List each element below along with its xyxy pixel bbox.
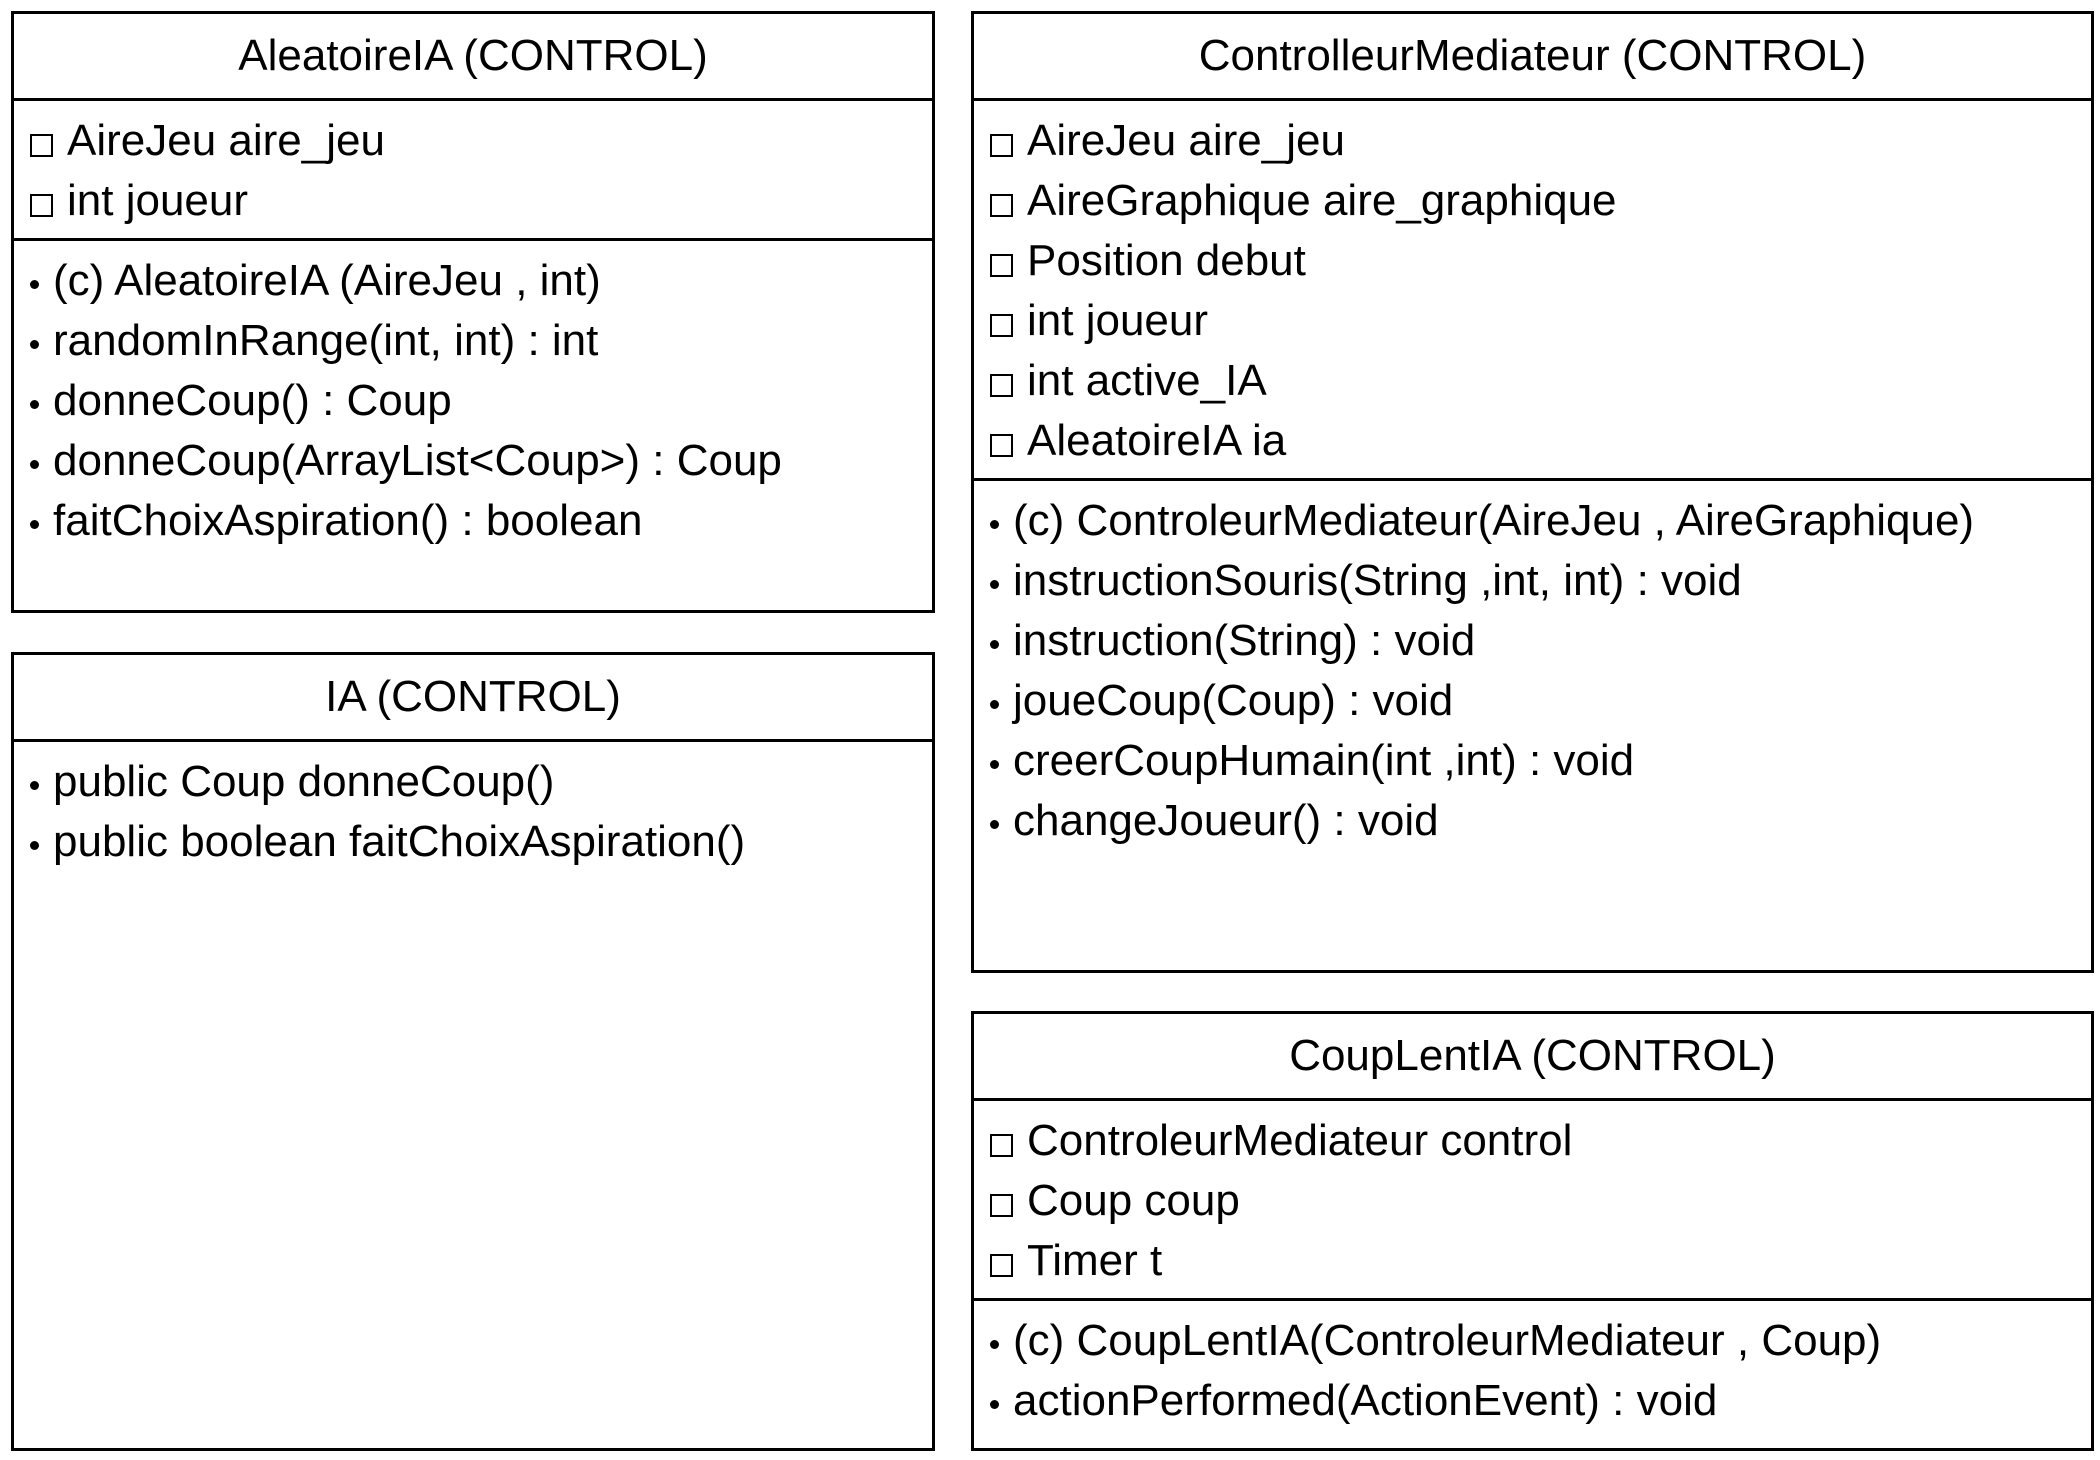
public-visibility-icon (30, 840, 39, 850)
method-row: (c) CoupLentIA(ControleurMediateur , Cou… (990, 1311, 2091, 1371)
attribute-row: AireGraphique aire_graphique (990, 171, 2091, 231)
method-label: creerCoupHumain(int ,int) : void (1013, 736, 1635, 785)
method-row: creerCoupHumain(int ,int) : void (990, 731, 2091, 791)
method-label: donneCoup() : Coup (53, 376, 452, 425)
method-row: (c) AleatoireIA (AireJeu , int) (30, 251, 932, 311)
private-visibility-icon (990, 133, 1013, 157)
attribute-label: AireJeu aire_jeu (67, 116, 385, 165)
attribute-row: AleatoireIA ia (990, 411, 2091, 471)
attribute-label: Coup coup (1027, 1176, 1240, 1225)
method-label: changeJoueur() : void (1013, 796, 1439, 845)
public-visibility-icon (30, 780, 39, 790)
method-label: (c) AleatoireIA (AireJeu , int) (53, 256, 601, 305)
private-visibility-icon (30, 193, 53, 217)
methods-section: (c) AleatoireIA (AireJeu , int) randomInR… (14, 241, 932, 551)
method-label: public Coup donneCoup() (53, 757, 555, 806)
private-visibility-icon (990, 1253, 1013, 1277)
attribute-label: ControleurMediateur control (1027, 1116, 1573, 1165)
method-label: instruction(String) : void (1013, 616, 1476, 665)
public-visibility-icon (990, 759, 999, 769)
private-visibility-icon (990, 313, 1013, 337)
method-row: instruction(String) : void (990, 611, 2091, 671)
attribute-label: AleatoireIA ia (1027, 416, 1287, 465)
attribute-row: Position debut (990, 231, 2091, 291)
attribute-row: int active_IA (990, 351, 2091, 411)
method-row: donneCoup(ArrayList<Coup>) : Coup (30, 431, 932, 491)
class-title: ControlleurMediateur (CONTROL) (974, 14, 2091, 101)
private-visibility-icon (990, 193, 1013, 217)
public-visibility-icon (30, 279, 39, 289)
public-visibility-icon (990, 1339, 999, 1349)
method-row: public boolean faitChoixAspiration() (30, 812, 932, 872)
private-visibility-icon (990, 373, 1013, 397)
attribute-label: AireJeu aire_jeu (1027, 116, 1345, 165)
methods-section: (c) CoupLentIA(ControleurMediateur , Cou… (974, 1301, 2091, 1431)
attribute-row: int joueur (990, 291, 2091, 351)
attribute-row: Coup coup (990, 1171, 2091, 1231)
attribute-row: int joueur (30, 171, 932, 231)
methods-section: (c) ControleurMediateur(AireJeu , AireGr… (974, 481, 2091, 851)
method-row: faitChoixAspiration() : boolean (30, 491, 932, 551)
method-label: joueCoup(Coup) : void (1013, 676, 1454, 725)
method-label: instructionSouris(String ,int, int) : vo… (1013, 556, 1742, 605)
private-visibility-icon (990, 433, 1013, 457)
attribute-label: Timer t (1027, 1236, 1163, 1285)
public-visibility-icon (30, 399, 39, 409)
public-visibility-icon (990, 819, 999, 829)
public-visibility-icon (30, 519, 39, 529)
method-row: public Coup donneCoup() (30, 752, 932, 812)
class-box-ia: IA (CONTROL) public Coup donneCoup()publ… (11, 652, 935, 1451)
method-label: actionPerformed(ActionEvent) : void (1013, 1376, 1718, 1425)
private-visibility-icon (990, 1133, 1013, 1157)
attribute-row: Timer t (990, 1231, 2091, 1291)
class-box-controlleurmediateur: ControlleurMediateur (CONTROL) AireJeu a… (971, 11, 2094, 973)
method-row: changeJoueur() : void (990, 791, 2091, 851)
method-label: public boolean faitChoixAspiration() (53, 817, 746, 866)
public-visibility-icon (30, 459, 39, 469)
attribute-row: ControleurMediateur control (990, 1111, 2091, 1171)
method-row: donneCoup() : Coup (30, 371, 932, 431)
attribute-label: AireGraphique aire_graphique (1027, 176, 1617, 225)
public-visibility-icon (990, 519, 999, 529)
private-visibility-icon (990, 253, 1013, 277)
public-visibility-icon (990, 1399, 999, 1409)
method-row: actionPerformed(ActionEvent) : void (990, 1371, 2091, 1431)
attribute-row: AireJeu aire_jeu (990, 111, 2091, 171)
method-label: faitChoixAspiration() : boolean (53, 496, 643, 545)
attribute-label: Position debut (1027, 236, 1306, 285)
attribute-label: int joueur (67, 176, 249, 225)
private-visibility-icon (990, 1193, 1013, 1217)
method-label: (c) CoupLentIA(ControleurMediateur , Cou… (1013, 1316, 1882, 1365)
public-visibility-icon (990, 699, 999, 709)
method-label: (c) ControleurMediateur(AireJeu , AireGr… (1013, 496, 1975, 545)
methods-section: public Coup donneCoup() public boolean fa… (14, 742, 932, 872)
method-row: joueCoup(Coup) : void (990, 671, 2091, 731)
method-label: donneCoup(ArrayList<Coup>) : Coup (53, 436, 782, 485)
method-row: (c) ControleurMediateur(AireJeu , AireGr… (990, 491, 2091, 551)
class-box-couplentia: CoupLentIA (CONTROL) ControleurMediateur… (971, 1011, 2094, 1451)
class-title: AleatoireIA (CONTROL) (14, 14, 932, 101)
method-label: randomInRange(int, int) : int (53, 316, 599, 365)
method-row: randomInRange(int, int) : int (30, 311, 932, 371)
public-visibility-icon (990, 639, 999, 649)
attribute-label: int joueur (1027, 296, 1209, 345)
public-visibility-icon (990, 579, 999, 589)
public-visibility-icon (30, 339, 39, 349)
class-title: CoupLentIA (CONTROL) (974, 1014, 2091, 1101)
private-visibility-icon (30, 133, 53, 157)
class-title: IA (CONTROL) (14, 655, 932, 742)
attribute-row: AireJeu aire_jeu (30, 111, 932, 171)
attribute-label: int active_IA (1027, 356, 1267, 405)
method-row: instructionSouris(String ,int, int) : vo… (990, 551, 2091, 611)
